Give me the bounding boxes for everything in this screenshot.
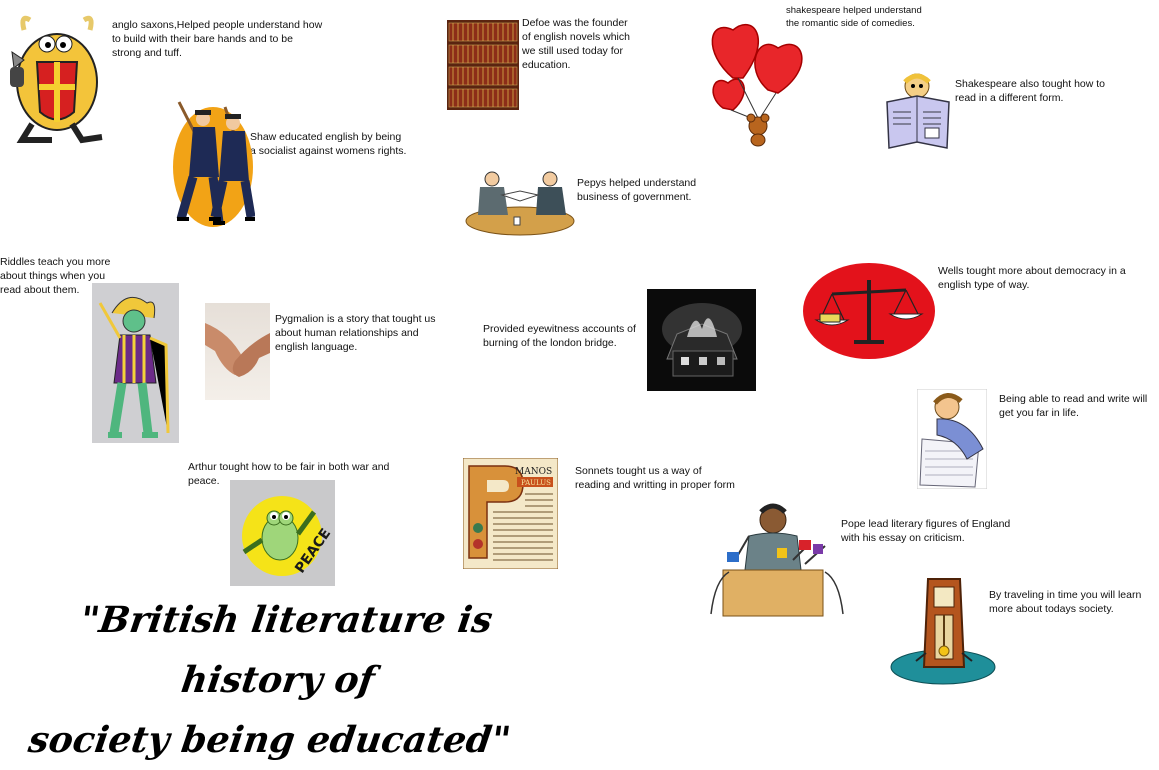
caption-eyewitness: Provided eyewitness accounts of burning … — [483, 323, 636, 349]
jester-icon — [92, 283, 179, 443]
caption-defoe: Defoe was the founder of english novels … — [522, 17, 630, 71]
caption-riddles: Riddles teach you more about things when… — [0, 256, 111, 296]
caption-wells: Wells tought more about democracy in a e… — [938, 265, 1126, 291]
heart-balloons-bear-icon — [698, 8, 818, 148]
viking-egg-knight-icon — [2, 12, 112, 147]
manos-label: MANOS — [515, 467, 552, 477]
holding-hands-icon — [205, 303, 270, 400]
caption-read-write: Being able to read and write will get yo… — [999, 393, 1148, 419]
justice-scale-icon — [802, 262, 937, 360]
caption-shakespeare-read: Shakespeare also tought how to read in a… — [955, 78, 1106, 104]
child-writing-icon — [917, 389, 987, 489]
caption-shaw: Shaw educated english by being a sociali… — [250, 131, 407, 157]
illuminated-manuscript-icon: MANOS PAULUS — [463, 458, 558, 569]
peace-cartoon-icon: PEACE — [230, 480, 335, 586]
bookshelf-icon — [447, 20, 519, 110]
business-meeting-table-icon — [464, 165, 577, 237]
grandfather-clock-icon — [888, 575, 998, 687]
caption-pepys: Pepys helped understand business of gove… — [577, 177, 697, 203]
speaker-podium-microphones-icon — [705, 500, 850, 617]
man-reading-newspaper-icon — [883, 72, 953, 152]
caption-pygmalion: Pygmalion is a story that tought us abou… — [275, 313, 436, 353]
marching-soldiers-icon — [167, 97, 255, 230]
paulus-label: PAULUS — [521, 479, 551, 487]
caption-anglo-saxons: anglo saxons,Helped people understand ho… — [112, 19, 323, 59]
caption-time-travel: By traveling in time you will learn more… — [989, 589, 1142, 615]
burning-building-icon — [647, 289, 756, 391]
caption-shakespeare-romantic: shakespeare helped understand the romant… — [786, 5, 922, 29]
caption-arthur: Arthur tought how to be fair in both war… — [188, 461, 390, 487]
caption-pope: Pope lead literary figures of England wi… — [841, 518, 1011, 544]
quote-text: "British literature is history of societ… — [25, 599, 514, 761]
caption-sonnets: Sonnets tought us a way of reading and w… — [575, 465, 735, 491]
